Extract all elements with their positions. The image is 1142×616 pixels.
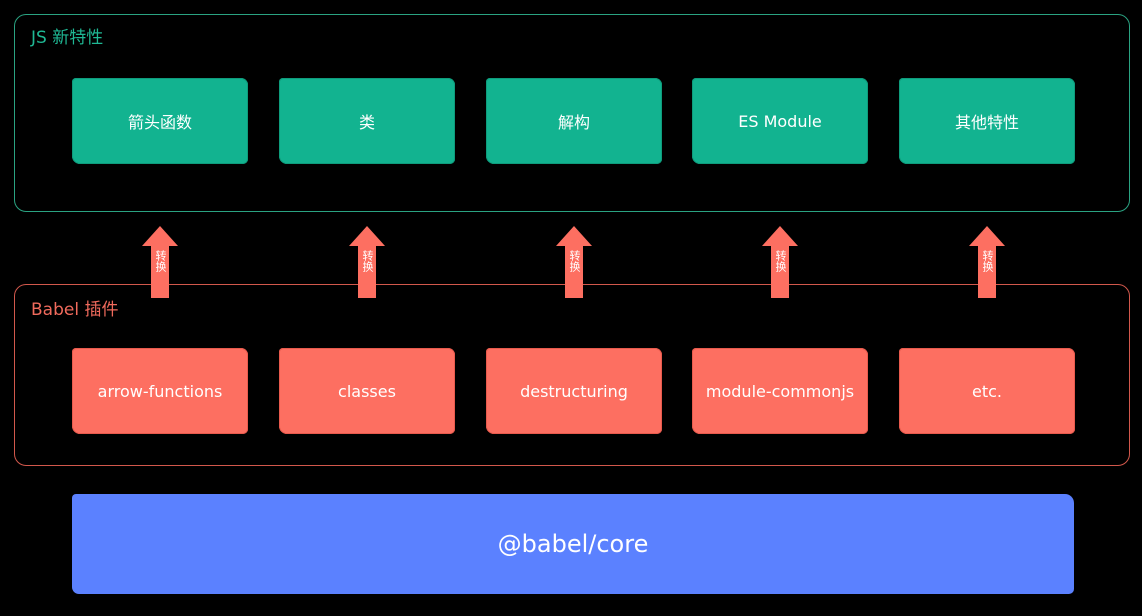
js-features-title: JS 新特性 xyxy=(31,28,104,48)
feature-others: 其他特性 xyxy=(899,78,1075,164)
up-arrow-icon xyxy=(969,226,1005,298)
transform-arrow-1: 转换 xyxy=(142,226,178,298)
transform-label: 转换 xyxy=(774,250,787,272)
babel-plugins-title: Babel 插件 xyxy=(31,300,119,320)
up-arrow-icon xyxy=(349,226,385,298)
transform-arrow-2: 转换 xyxy=(349,226,385,298)
plugin-classes: classes xyxy=(279,348,455,434)
transform-arrow-3: 转换 xyxy=(556,226,592,298)
plugin-destructuring: destructuring xyxy=(486,348,662,434)
plugin-arrow-functions: arrow-functions xyxy=(72,348,248,434)
feature-arrow-functions: 箭头函数 xyxy=(72,78,248,164)
transform-label: 转换 xyxy=(981,250,994,272)
transform-label: 转换 xyxy=(568,250,581,272)
feature-destructuring: 解构 xyxy=(486,78,662,164)
transform-arrow-4: 转换 xyxy=(762,226,798,298)
babel-core-block: @babel/core xyxy=(72,494,1074,594)
up-arrow-icon xyxy=(556,226,592,298)
js-features-group: JS 新特性 xyxy=(14,14,1130,212)
feature-classes: 类 xyxy=(279,78,455,164)
transform-arrow-5: 转换 xyxy=(969,226,1005,298)
transform-label: 转换 xyxy=(361,250,374,272)
plugin-module-commonjs: module-commonjs xyxy=(692,348,868,434)
plugin-etc: etc. xyxy=(899,348,1075,434)
up-arrow-icon xyxy=(762,226,798,298)
up-arrow-icon xyxy=(142,226,178,298)
feature-es-module: ES Module xyxy=(692,78,868,164)
transform-label: 转换 xyxy=(154,250,167,272)
